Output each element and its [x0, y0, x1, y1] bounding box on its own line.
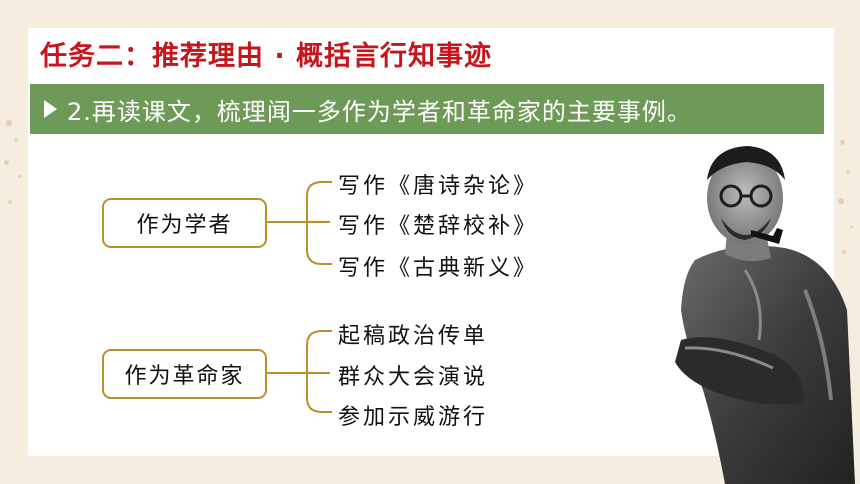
scholar-item: 写作《古典新义》 — [338, 256, 539, 281]
background-speckle — [850, 225, 853, 228]
scholar-item: 写作《楚辞校补》 — [338, 214, 539, 239]
revolutionary-label-box: 作为革命家 — [102, 349, 267, 399]
scholar-item: 写作《唐诗杂论》 — [338, 174, 539, 199]
revolutionary-item: 参加示威游行 — [338, 405, 489, 430]
background-speckle — [18, 175, 21, 178]
revolutionary-item: 群众大会演说 — [338, 365, 489, 390]
background-speckle — [842, 250, 846, 254]
scholar-label-box: 作为学者 — [102, 198, 267, 248]
arrow-right-icon — [44, 100, 57, 118]
revolutionary-item: 起稿政治传单 — [338, 324, 489, 349]
background-speckle — [14, 138, 18, 142]
revolutionary-label: 作为革命家 — [124, 364, 245, 389]
scholar-label: 作为学者 — [136, 213, 233, 238]
background-speckle — [4, 160, 9, 165]
background-speckle — [8, 200, 12, 204]
slide-title: 任务二：推荐理由 · 概括言行知事迹 — [40, 41, 493, 72]
background-speckle — [846, 170, 850, 174]
task-banner: 2.再读课文，梳理闻一多作为学者和革命家的主要事例。 — [30, 84, 824, 134]
background-speckle — [840, 140, 845, 145]
background-speckle — [838, 198, 844, 204]
background-speckle — [6, 120, 12, 126]
portrait-photo — [675, 146, 855, 484]
task-banner-text: 2.再读课文，梳理闻一多作为学者和革命家的主要事例。 — [67, 97, 692, 126]
